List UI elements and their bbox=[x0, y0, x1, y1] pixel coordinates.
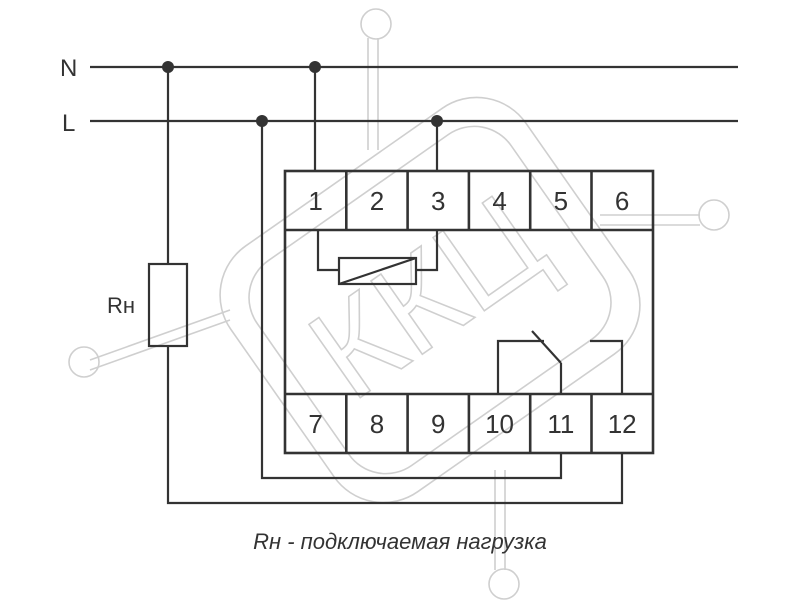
bottom-terminal-label: 12 bbox=[608, 409, 637, 439]
relay-coil bbox=[316, 230, 439, 286]
top-terminal-label: 6 bbox=[615, 186, 629, 216]
load-label: Rн bbox=[107, 293, 135, 318]
bottom-terminal-label: 10 bbox=[485, 409, 514, 439]
top-terminal-label: 2 bbox=[370, 186, 384, 216]
load-resistor: Rн bbox=[107, 262, 189, 348]
watermark-text: ККЦ bbox=[284, 165, 571, 427]
contact-switch-arm bbox=[531, 330, 562, 364]
coil-lead-left bbox=[316, 230, 339, 272]
junction-dots bbox=[162, 61, 443, 127]
output-contacts bbox=[496, 330, 624, 394]
caption: Rн - подключаемая нагрузка bbox=[253, 529, 547, 554]
bottom-terminal-label: 7 bbox=[308, 409, 322, 439]
bottom-terminal-label: 9 bbox=[431, 409, 445, 439]
wire-load-to-terminal-12 bbox=[166, 346, 624, 505]
coil-diagonal bbox=[338, 256, 417, 286]
supply-rails: N L bbox=[60, 55, 738, 137]
contact-lead-10 bbox=[496, 339, 544, 394]
coil-lead-right bbox=[416, 230, 439, 272]
top-terminal-label: 4 bbox=[492, 186, 506, 216]
connection-wires bbox=[166, 67, 624, 505]
top-terminal-label: 5 bbox=[554, 186, 568, 216]
live-label: L bbox=[62, 110, 75, 137]
top-terminal-label: 3 bbox=[431, 186, 445, 216]
bottom-terminal-label: 11 bbox=[547, 409, 574, 439]
coil-body bbox=[337, 256, 418, 286]
resistor-body bbox=[147, 262, 189, 348]
neutral-label: N bbox=[60, 55, 77, 82]
terminal-dividers bbox=[344, 171, 593, 453]
wire-l-to-terminal-11 bbox=[260, 121, 563, 480]
bottom-terminal-label: 8 bbox=[370, 409, 384, 439]
contact-lead-12 bbox=[590, 339, 624, 394]
top-terminal-label: 1 bbox=[308, 186, 322, 216]
